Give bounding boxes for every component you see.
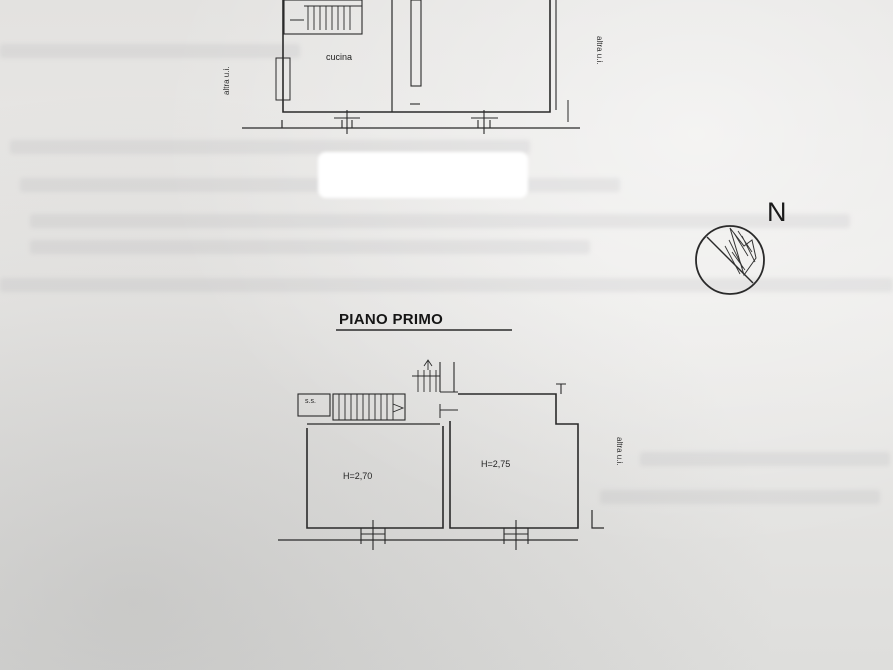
bleed-text-line [600,490,880,504]
bleed-text-line [640,452,890,466]
room-label-left: H=2,70 [343,471,373,481]
room-label-right: H=2,75 [481,459,511,469]
room-label-cucina: cucina [326,52,353,62]
side-label-right: altra u.i. [595,36,604,65]
north-label: N [767,197,787,227]
bleed-text-line [30,240,590,254]
bleed-text-line [0,278,893,292]
stair-label: s.s. [305,398,316,405]
redaction-patch [318,152,528,198]
compass-rose [695,225,765,295]
side-label-lower-right: altra u.i. [615,437,624,466]
section-title: PIANO PRIMO [339,311,444,328]
bleed-text-line [0,44,300,58]
bleed-text-line [30,214,850,228]
upper-floor-plan [242,0,580,134]
lower-floor-plan [278,359,604,550]
side-label-left: altra u.i. [222,66,231,95]
bleed-text-line [10,140,530,154]
